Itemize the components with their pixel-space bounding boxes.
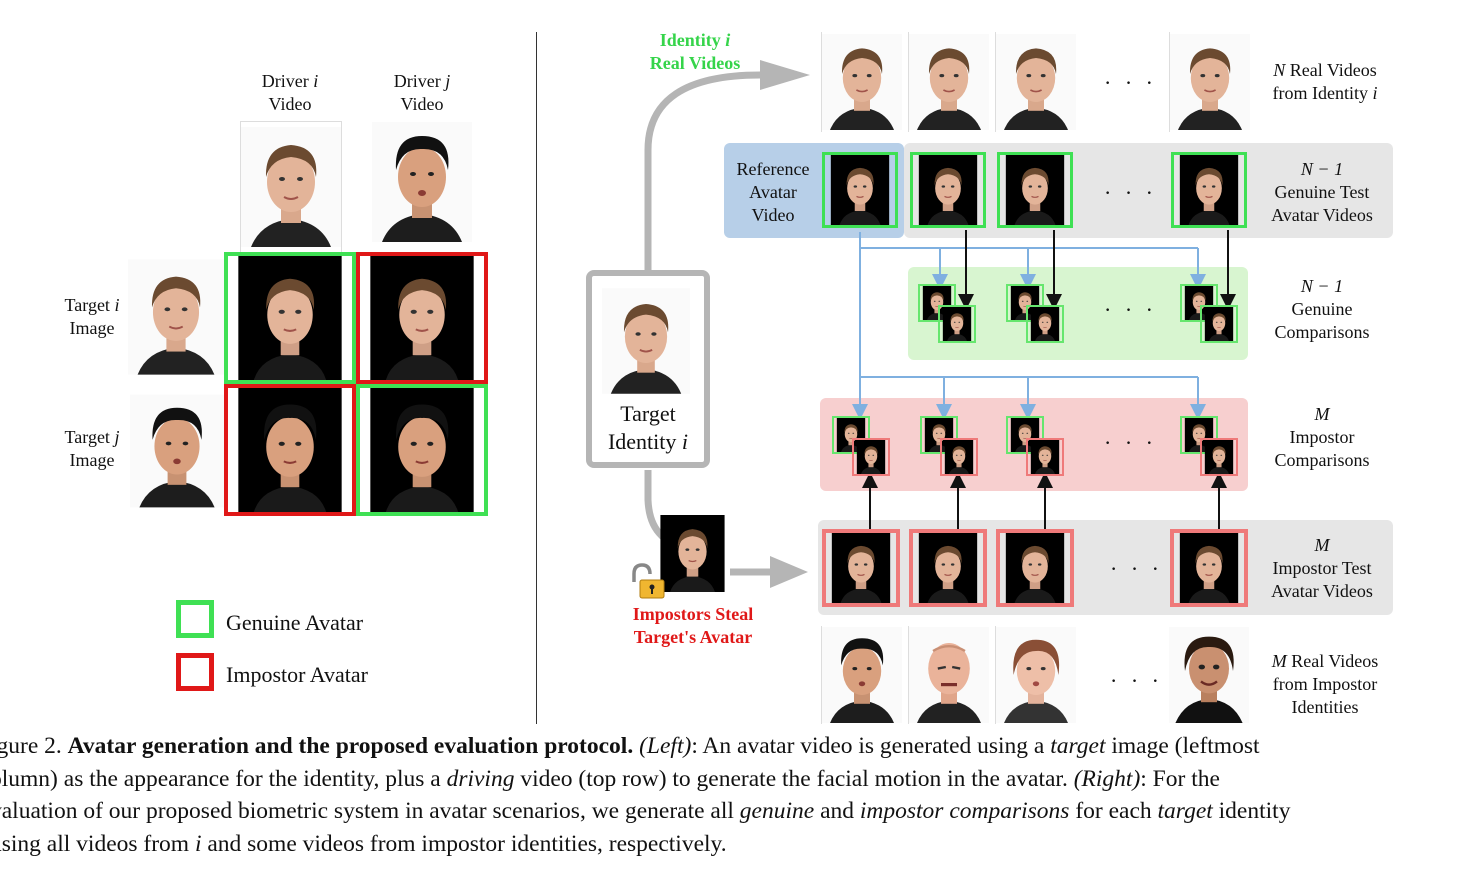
impostor-pair-m-test: [1200, 438, 1238, 476]
impostor-avatar-ji: [224, 384, 356, 516]
legend-impostor-label: Impostor Avatar: [226, 662, 368, 687]
impostor-real-video-3: [995, 626, 1076, 724]
genuine-test-video-n: [1171, 152, 1247, 228]
real-video-i-n: [1169, 32, 1250, 132]
genuine-avatar-ii: [224, 252, 356, 384]
ellipsis: · · ·: [1110, 668, 1163, 693]
real-video-i-2: [908, 32, 989, 132]
impostor-pair-1-ref: [832, 416, 870, 454]
panel-divider: [536, 32, 537, 724]
genuine-pair-n-test: [1200, 305, 1238, 343]
genuine-test-video-1: [910, 152, 986, 228]
impostor-avatar-ij: [356, 252, 488, 384]
impostor-test-panel: [818, 520, 1393, 615]
legend-genuine-swatch: [176, 600, 214, 638]
impostor-pair-2-ref: [920, 416, 958, 454]
real-video-i-1: [821, 32, 902, 132]
reference-avatar-video: [822, 152, 898, 228]
genuine-pair-1-ref: [918, 284, 956, 322]
impostor-test-video-2: [909, 529, 987, 607]
impostor-pair-m-ref: [1180, 416, 1218, 454]
unlocked-padlock-icon: [632, 563, 665, 599]
impostor-test-video-m: [1170, 529, 1248, 607]
impostor-pair-1-test: [852, 438, 890, 476]
impostor-real-video-2: [908, 626, 989, 724]
ellipsis: · · ·: [1104, 297, 1157, 322]
impostor-real-video-m: [1169, 626, 1249, 724]
genuine-pair-2-test: [1026, 305, 1064, 343]
genuine-pair-1-test: [938, 305, 976, 343]
ellipsis: · · ·: [1104, 430, 1157, 455]
genuine-avatar-jj: [356, 384, 488, 516]
ellipsis: · · ·: [1110, 556, 1163, 581]
impostor-pair-3-ref: [1006, 416, 1044, 454]
legend-genuine-label: Genuine Avatar: [226, 610, 364, 635]
ellipsis: · · ·: [1104, 70, 1157, 95]
genuine-pair-2-ref: [1006, 284, 1044, 322]
target-identity-face: [602, 286, 690, 396]
impostor-test-video-3: [996, 529, 1074, 607]
impostor-pair-3-test: [1026, 438, 1064, 476]
real-video-i-3: [995, 32, 1076, 132]
impostor-test-video-1: [822, 529, 900, 607]
ellipsis: · · ·: [1104, 180, 1157, 205]
figure-caption: igure 2. Avatar generation and the propo…: [0, 733, 1291, 857]
impostor-real-video-1: [821, 626, 902, 724]
impostor-pair-2-test: [940, 438, 978, 476]
genuine-pair-n-ref: [1180, 284, 1218, 322]
genuine-test-video-2: [997, 152, 1073, 228]
legend-impostor-swatch: [176, 653, 214, 691]
